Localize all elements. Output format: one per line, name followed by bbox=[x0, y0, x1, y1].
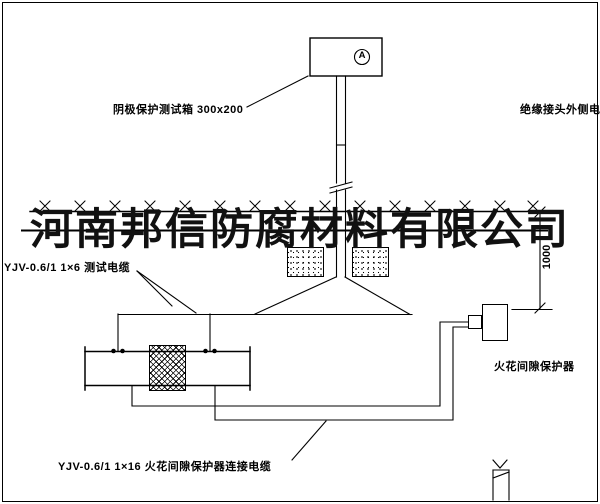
dimension-1000 bbox=[511, 206, 553, 314]
test-box-label: 阴极保护测试箱 300x200 bbox=[113, 104, 244, 116]
right-edge-cable-label: 绝缘接头外侧电缆 bbox=[520, 104, 600, 116]
pipe-break-mark bbox=[329, 186, 353, 194]
ammeter-circle bbox=[353, 48, 371, 66]
insulating-joint bbox=[149, 345, 186, 391]
pipe-section-symbol bbox=[492, 459, 510, 501]
pipe-break-mark bbox=[329, 181, 353, 189]
test-box-leader bbox=[246, 75, 309, 108]
test-cable-leaders bbox=[136, 270, 197, 314]
test-box bbox=[309, 37, 383, 77]
weld-terminals bbox=[111, 348, 217, 354]
ammeter-letter: A bbox=[358, 50, 366, 61]
spark-cable-leader bbox=[291, 420, 327, 461]
concrete-block-left bbox=[287, 247, 324, 277]
spark-gap-cable-label: YJV-0.6/1 1×16 火花间隙保护器连接电缆 bbox=[58, 461, 272, 473]
conduit-riser bbox=[329, 75, 353, 278]
test-cables bbox=[117, 276, 413, 352]
spark-gap-protector-body bbox=[482, 304, 508, 341]
spark-gap-cables bbox=[131, 321, 469, 421]
spark-gap-protector-stem bbox=[468, 315, 482, 329]
soil-hatch bbox=[39, 200, 539, 212]
company-watermark: 河南邦信防腐材料有限公司 bbox=[30, 205, 570, 255]
spark-gap-label: 火花间隙保护器 bbox=[494, 361, 575, 373]
concrete-block-right bbox=[352, 247, 389, 277]
test-cable-label: YJV-0.6/1 1×6 测试电缆 bbox=[4, 262, 131, 274]
